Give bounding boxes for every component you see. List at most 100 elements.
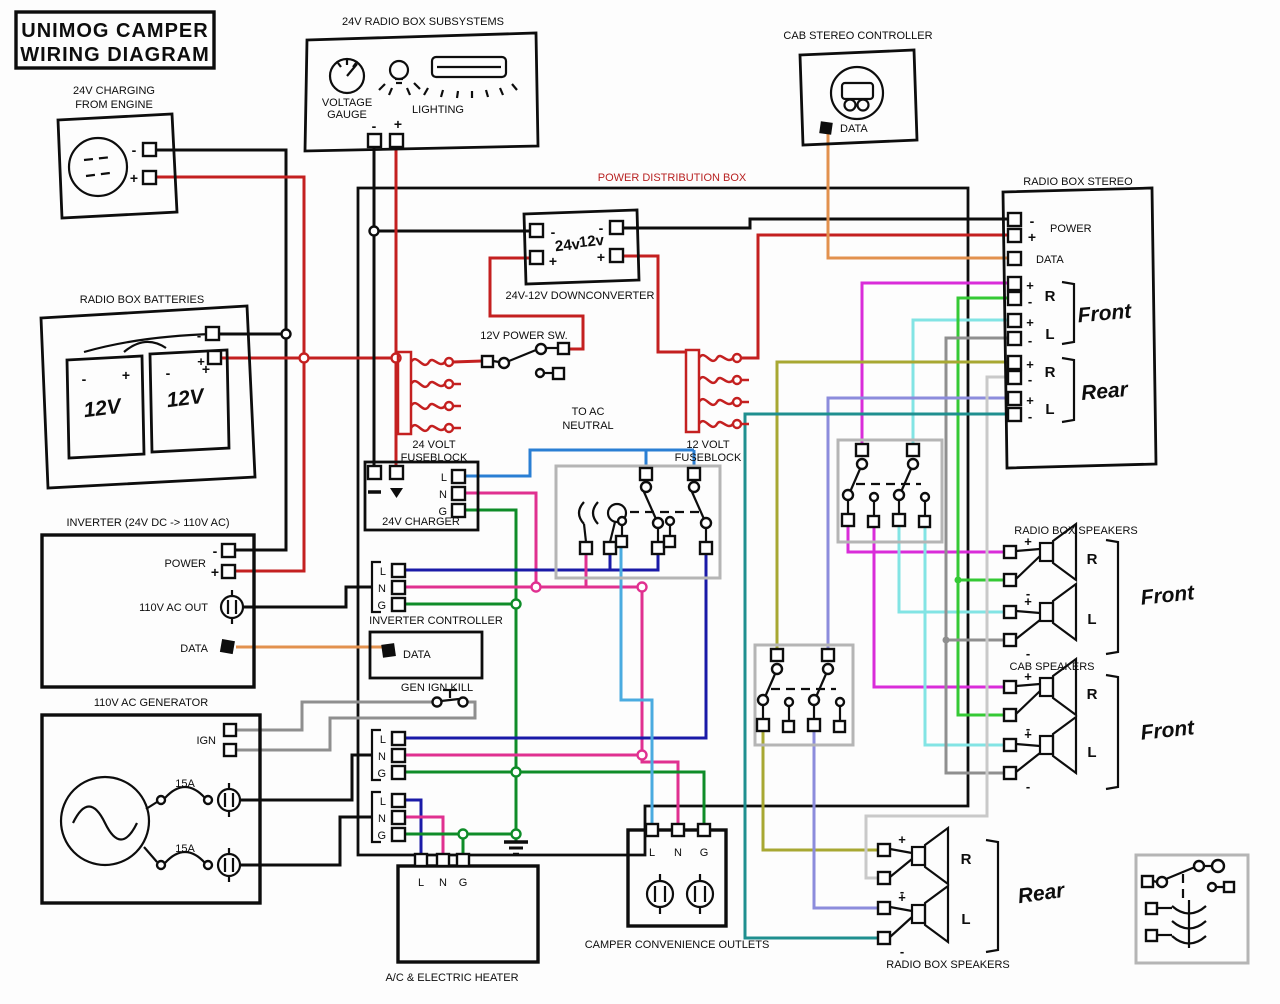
fb12-label-1: 12 VOLT [686, 439, 729, 451]
invctrl-neutral-letter: N [378, 583, 386, 595]
light-rays-icon [378, 82, 518, 99]
transfer-sw1-bottom [650, 540, 666, 556]
charger-line-letter: L [441, 472, 447, 484]
subsystems-plus-sign: + [394, 116, 402, 132]
cspk-l-letter: L [1087, 744, 1096, 761]
group2-neutral-letter: N [378, 813, 386, 825]
dc-12v-minus-sign: - [599, 220, 604, 236]
cspk-group-label: Front [1139, 716, 1196, 745]
fb12-fuse-3-out [731, 396, 743, 408]
fspk-bracket [1105, 538, 1120, 656]
stereo-front-bracket [1061, 280, 1076, 346]
ac-group-2: L N G [370, 790, 407, 844]
stereo-power-minus-terminal [1006, 211, 1023, 228]
transfer-sw2-top [686, 466, 702, 482]
transfer-sw1-nc-terminal [614, 534, 629, 549]
gauge-tick-3 [352, 62, 357, 68]
relay-coil-lead-1 [582, 523, 588, 543]
group1-bracket [370, 728, 381, 782]
fb12-fuse-1-out [731, 352, 743, 364]
switch-arm [508, 348, 537, 363]
transfer-sw2-bottom [698, 540, 714, 556]
alternator-dash-2 [85, 171, 111, 178]
gen-fuse-2-lead [143, 846, 158, 863]
rr-plus: + [1026, 357, 1034, 372]
invctrl-bracket [370, 560, 381, 614]
battery-2-minus: - [166, 365, 171, 381]
heater-neutral-terminal [435, 852, 451, 868]
inverter-acout-label: 110V AC OUT [139, 602, 208, 614]
cspk-l-minus-sign: - [1026, 779, 1030, 794]
wire-front-left-pos-out [897, 526, 1008, 614]
fspk-l-lead-2 [1015, 619, 1041, 640]
group2-neutral-terminal [390, 809, 407, 826]
relay1-box [836, 438, 944, 544]
fspk-r-plus-terminal [1002, 544, 1018, 560]
group1-ground-letter: G [377, 768, 386, 780]
transfer-sw2-contact [699, 516, 713, 530]
wire-gen-out-1 [240, 753, 372, 802]
stereo-power-plus-terminal [1006, 227, 1023, 244]
relay1-sw2-pivot [906, 457, 920, 471]
relay2-sw2-arm [814, 673, 828, 698]
heater-label: A/C & ELECTRIC HEATER [385, 972, 518, 984]
dc-12v-plus-terminal [608, 247, 625, 264]
invctrl-label: INVERTER CONTROLLER [369, 615, 503, 627]
cspk-r-lead-1 [1015, 682, 1041, 688]
cspk-l-horn [1051, 714, 1078, 776]
stereo-fl-plus-terminal [1006, 312, 1023, 329]
head-unit-face [840, 81, 875, 101]
tube-light-icon [430, 55, 508, 79]
cab-data-terminal [819, 121, 833, 135]
group2-bracket [370, 790, 381, 844]
cspk-l-plus-sign: + [1024, 727, 1032, 742]
stereo-rr-minus-terminal [1006, 369, 1023, 386]
legend-coil-arc-2 [1171, 920, 1207, 930]
group1-line-letter: L [380, 734, 386, 746]
camper-convenience-outlets: L N G CAMPER CONVENIENCE OUTLETS [585, 822, 769, 951]
gen-fuse-2-a [155, 859, 167, 871]
charging-plus-terminal [141, 169, 158, 186]
battery-minus-link [83, 332, 215, 354]
inverter-data-label: DATA [180, 643, 208, 655]
battery-2 [148, 348, 231, 454]
outlets-ground-terminal [696, 822, 712, 838]
gauge-label-2: GAUGE [327, 109, 367, 121]
dc-12v-label: 12v [578, 232, 605, 252]
batteries-label: RADIO BOX BATTERIES [80, 294, 205, 306]
wire-stereo-power-positive [741, 233, 1008, 360]
wire-switch-to-downconverter [488, 256, 585, 351]
outlets-neutral-terminal [670, 822, 686, 838]
outlets-neutral-letter: N [674, 847, 682, 859]
radio-box-speakers-rear: + - R + - L Rear RADIO BOX SPEAKERS [876, 825, 1068, 971]
fspk-r-minus-terminal [1002, 572, 1018, 588]
legend-coil-terminal-1 [1144, 901, 1159, 916]
transfer-sw1-arm [642, 491, 658, 520]
gen-ign-terminal-2 [222, 742, 238, 758]
gauge-needle [346, 63, 358, 77]
generator-sine-icon [72, 805, 138, 841]
title-line-1: UNIMOG CAMPER [21, 20, 208, 42]
relay1-sw1-arm [848, 468, 862, 493]
wire-cab-right-pos-out [872, 527, 1008, 689]
switch-right-terminal [556, 341, 571, 356]
inverter-power-label: POWER [164, 558, 206, 570]
cspk-r-letter: R [1087, 686, 1098, 703]
wire-gen-ign-2 [236, 700, 477, 752]
wires [156, 134, 1008, 940]
fspk-l-plus-terminal [1002, 604, 1018, 620]
gauge-label-1: VOLTAGE [322, 97, 372, 109]
cspk-r-lead-2 [1015, 690, 1041, 715]
wire-fuse1-to-switch [452, 359, 483, 364]
fspk-l-horn [1051, 581, 1078, 643]
rspk-l-letter: L [961, 911, 970, 928]
fspk-r-minus-sign: - [1026, 586, 1030, 601]
cspk-r-plus-terminal [1002, 679, 1018, 695]
relay2-sw1-nc-contact [783, 696, 795, 708]
dc-24v-minus-terminal [528, 222, 545, 239]
generator-ign-label: IGN [196, 735, 216, 747]
relay2-sw1-bottom [755, 717, 771, 733]
rspk-l-driver [910, 903, 927, 925]
cab-stereo-box [798, 48, 919, 147]
